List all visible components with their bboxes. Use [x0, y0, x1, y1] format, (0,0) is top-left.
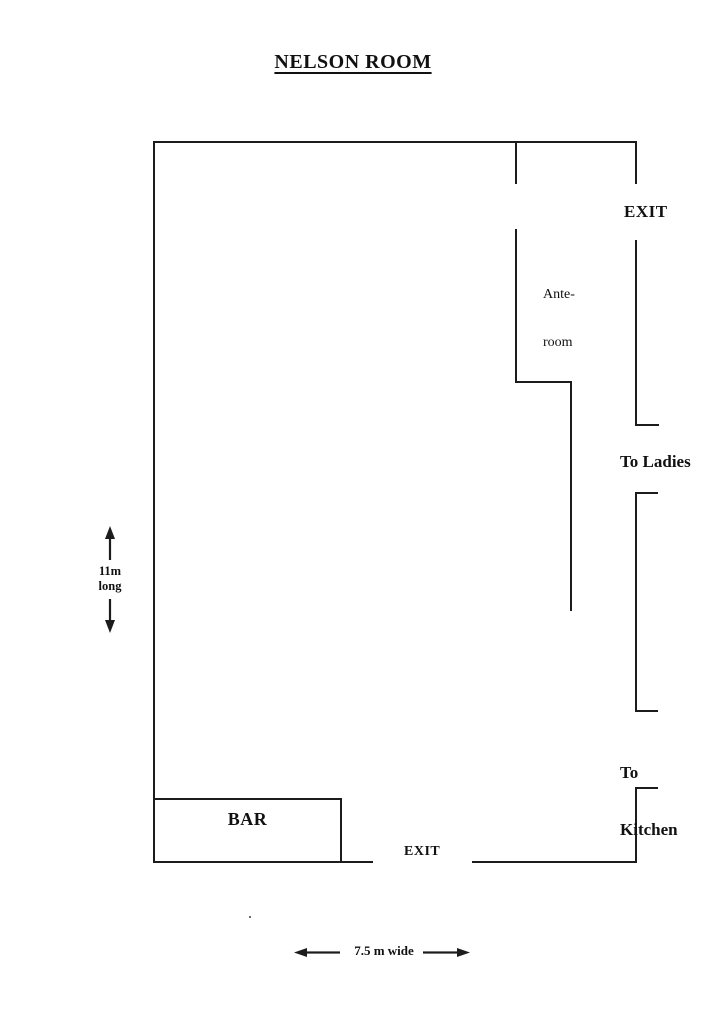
page-title: NELSON ROOM: [274, 51, 432, 73]
exit-bottom-label: EXIT: [404, 844, 441, 859]
period-mark: [249, 916, 251, 918]
bar-counter: BAR: [153, 798, 342, 863]
door-frame-tick-kitchen-bottom: [635, 787, 658, 789]
door-frame-tick-kitchen-top: [635, 710, 658, 712]
arrow-right-icon: [423, 947, 470, 958]
door-frame-tick-ladies-top: [635, 424, 659, 426]
ante-room-wall-jog: [515, 381, 572, 383]
arrow-left-icon: [294, 947, 340, 958]
bar-label: BAR: [227, 809, 268, 829]
ante-room-wall-mid-segment: [515, 229, 517, 383]
left-wall: [153, 141, 155, 863]
ante-room-label-line2: room: [543, 335, 573, 350]
to-kitchen-label: To Kitchen: [620, 725, 678, 877]
right-wall-top-segment: [635, 141, 637, 184]
to-kitchen-label-line2: Kitchen: [620, 820, 678, 839]
bottom-wall-right-segment: [472, 861, 637, 863]
right-wall-bottom-segment: [635, 787, 637, 863]
to-kitchen-label-line1: To: [620, 763, 639, 782]
door-frame-tick-ladies-bottom: [635, 492, 658, 494]
length-dimension-line1: 11m: [98, 564, 122, 578]
length-dimension-line2: long: [98, 579, 122, 593]
width-dimension-label: 7.5 m wide: [354, 943, 414, 958]
ante-room-wall-lower-segment: [570, 381, 572, 611]
ante-room-wall-top-segment: [515, 141, 517, 184]
length-dimension-label: 11m long: [85, 564, 135, 594]
arrow-down-icon: [104, 599, 116, 633]
right-wall-second-segment: [635, 240, 637, 426]
ante-room-label: Ante- room: [543, 255, 575, 383]
exit-top-label: EXIT: [624, 202, 668, 221]
to-ladies-label: To Ladies: [620, 452, 691, 471]
ante-room-label-line1: Ante-: [543, 287, 575, 302]
arrow-up-icon: [104, 526, 116, 560]
right-wall-third-segment: [635, 492, 637, 712]
top-wall: [153, 141, 637, 143]
